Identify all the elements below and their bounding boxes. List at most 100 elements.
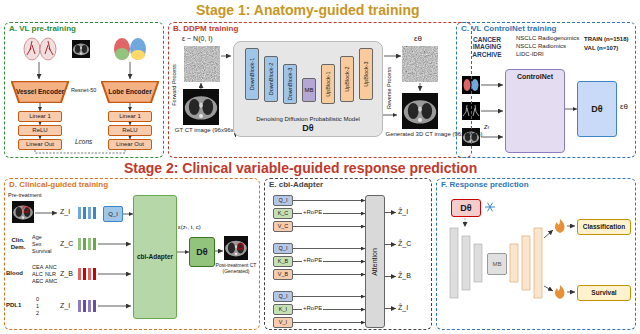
input-arrow [98, 244, 131, 245]
layer-box: Linear 1 [18, 111, 62, 122]
vessel-mask [463, 105, 479, 116]
connector-arrow [123, 214, 133, 215]
qkv-box: Q_I [273, 195, 293, 206]
connector-arrow [565, 109, 577, 110]
unet-block: UpBlock-1 [321, 64, 335, 104]
box-label: Linear 1 [29, 113, 51, 120]
input-arrow [481, 111, 503, 112]
embedding-bar [78, 207, 81, 219]
input-arrow [35, 213, 57, 214]
frozen-icon [485, 203, 495, 212]
backbone-label: Resnet-50 [71, 87, 96, 93]
box-label: UpBlock-1 [325, 71, 331, 96]
loss-bracket [35, 150, 125, 153]
trainable-icon [555, 285, 564, 299]
embedding-label: Z_I [60, 302, 70, 310]
box-label: DownBlock-1 [249, 58, 255, 90]
box-label: DownBlock-2 [268, 63, 274, 95]
connector-arrow [293, 296, 365, 297]
variable-value: 2 [36, 310, 39, 316]
embedding-label: Z_B [60, 270, 73, 278]
box-label: Q_I [108, 211, 118, 218]
archive-logo: CANCER IMAGING ARCHIVE [462, 36, 512, 58]
box-label: Dθ [591, 104, 602, 114]
box-label: Attention [371, 248, 379, 276]
box-label: Vessel Encoder [16, 88, 64, 95]
noise-image [402, 46, 438, 82]
variable-name: ANC [45, 264, 57, 270]
output-arrow [385, 212, 396, 213]
lobe-image [115, 48, 129, 60]
variable-value: 1 [36, 303, 39, 309]
box-label: MB [305, 87, 314, 94]
box-label: Linear Out [26, 141, 54, 148]
embedding-bar [83, 300, 86, 312]
variable-name: CEA [32, 264, 43, 270]
connector-arrow [293, 248, 365, 249]
input-arrow [39, 62, 40, 79]
output-embedding: Ẑ_B [398, 272, 411, 280]
panel-b: B. DDPM trainingGT CT image (96x96x16)De… [168, 22, 472, 158]
panel-heading: E. cbi-Adapter [269, 180, 323, 189]
layer-box: Linear Out [18, 139, 62, 150]
box-label: ReLU [122, 127, 137, 134]
variable-name: AMC [45, 278, 57, 284]
embedding-bar [83, 238, 86, 250]
ct-image [224, 236, 248, 260]
qkv-box: Q_I [273, 243, 293, 254]
connector-arrow [130, 103, 131, 111]
panel-heading: B. DDPM training [173, 24, 238, 33]
mask-image [472, 79, 479, 91]
embedding-bar [93, 238, 96, 250]
encoder-shape [102, 81, 159, 103]
layer-box: Linear Out [108, 139, 152, 150]
box-label: K_B [278, 258, 288, 264]
dataset-name: NSCLC Radiogenomics [516, 35, 579, 42]
box-label: Lobe Encoder [108, 88, 151, 95]
process-arrow [221, 56, 231, 57]
box-label: ReLU [32, 127, 47, 134]
encoder-trapezoid: Vessel Encoder [11, 81, 69, 103]
process-arrow [384, 56, 401, 57]
process-arrow [420, 83, 421, 91]
output-embedding: Ẑ_I [398, 304, 408, 312]
unet-block: MB [487, 253, 507, 275]
lobe-image [130, 38, 146, 60]
embedding-bar [78, 238, 81, 250]
connector-arrow [293, 322, 365, 323]
ct-image [402, 93, 438, 129]
trainable-icon [555, 219, 564, 233]
math-label: ε ~ N(0, I) [182, 35, 213, 43]
decoder-block [522, 236, 530, 290]
layer-box: ReLU [108, 125, 152, 136]
math-label: zₜ [484, 123, 490, 131]
connector-arrow [293, 274, 365, 275]
box-label: K_C [278, 210, 289, 216]
variable-value: 0 [36, 296, 39, 302]
variable-name: ALC [32, 271, 43, 277]
unet-block: UpBlock-2 [340, 56, 354, 102]
panel-heading: F. Response prediction [441, 180, 529, 189]
encoder-shape [12, 81, 69, 103]
dataset-name: NSCLC Radiomics [516, 43, 566, 50]
box-label: DownBlock-3 [287, 68, 293, 100]
connector-arrow [177, 252, 189, 253]
box-label: V_I [279, 319, 287, 325]
stage-title: Stage 2: Clinical variable-guided respon… [124, 160, 477, 176]
variable-group: Clin. Dem. [6, 237, 30, 251]
embedding-bar [78, 268, 81, 280]
input-arrow [130, 62, 131, 79]
unet-block: DownBlock-2 [264, 56, 278, 102]
box-label: Q_I [279, 245, 288, 251]
connector-arrow [293, 200, 365, 201]
image-caption-box: GT CT image (96x96x16) [179, 89, 238, 147]
embedding-bar [88, 300, 91, 312]
box-label: V_C [278, 223, 289, 229]
encoder-trapezoid: Lobe Encoder [101, 81, 159, 103]
input-arrow [98, 306, 131, 307]
connector-arrow [293, 226, 365, 227]
qkv-box: V_C [273, 221, 293, 232]
unet-block: DownBlock-1 [245, 48, 259, 100]
tumor-box [238, 244, 243, 249]
